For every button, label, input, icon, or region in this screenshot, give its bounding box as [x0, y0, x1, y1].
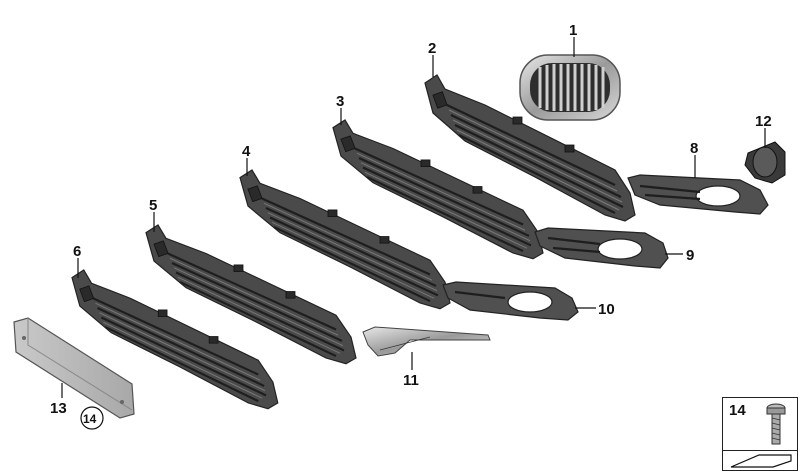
callout-4: 4: [242, 143, 251, 160]
callout-5: 5: [149, 197, 157, 214]
callout-2: 2: [428, 40, 436, 57]
cover-cap-part-12: [744, 141, 786, 184]
callout-9: 9: [686, 247, 694, 264]
fastener-label: 14: [729, 402, 746, 419]
callout-3: 3: [336, 93, 344, 110]
callout-6: 6: [73, 243, 81, 260]
callout-11: 11: [403, 372, 419, 389]
callout-14: 14: [83, 412, 97, 426]
callout-8: 8: [690, 140, 698, 157]
arrow-icon: [730, 454, 792, 468]
callout-labels: 1 2 3 4 5 6 8 9 10 11 12 13 14: [50, 22, 772, 430]
callout-12: 12: [755, 113, 772, 130]
fastener-divider: [723, 450, 797, 451]
fog-trim-part-9: [534, 227, 669, 269]
license-plate-part-13: [13, 317, 135, 419]
fastener-reference-box: 14: [722, 397, 798, 471]
kidney-grille-part: [519, 54, 621, 121]
callout-13: 13: [50, 400, 67, 417]
fog-trim-part-10: [442, 281, 579, 321]
callout-10: 10: [598, 301, 615, 318]
leader-lines: [61, 37, 766, 398]
callout-14-circle: [80, 406, 104, 430]
fog-trim-part-8: [627, 174, 769, 215]
callout-1: 1: [569, 22, 577, 39]
screw-icon: [766, 403, 786, 445]
chrome-strip-part-11: [362, 326, 491, 357]
